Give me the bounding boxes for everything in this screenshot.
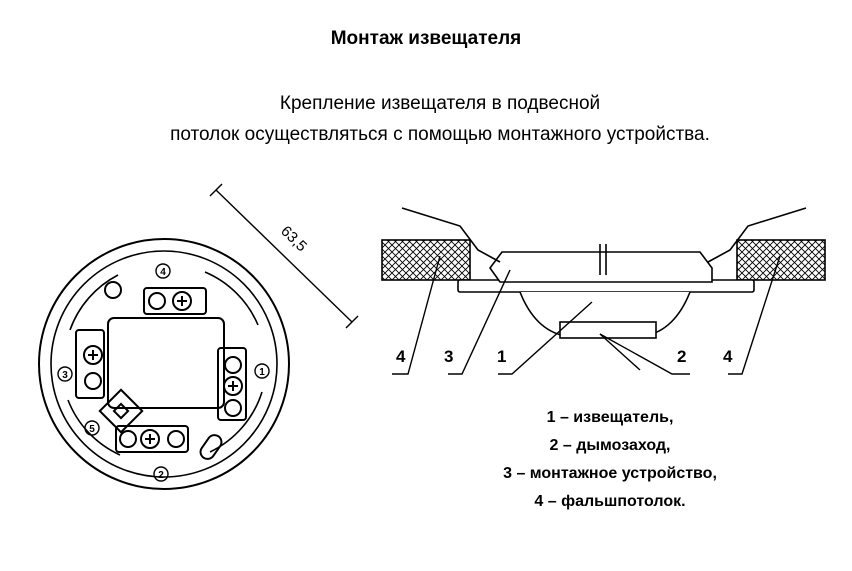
subtitle-line-2: потолок осуществляться с помощью монтажн… [170,124,710,145]
false-ceiling-left [381,239,471,281]
legend-item-4: 4 – фальшпотолок. [534,493,686,510]
legend-item-2: 2 – дымозаход, [549,437,671,454]
subtitle-line-1: Крепление извещателя в подвесной [279,93,601,114]
callout-numbers: 4 3 1 2 4 [396,347,733,366]
spring-clip-right [707,207,807,263]
dimension-line [209,183,359,329]
diagram-subtitle: Крепление извещателя в подвесной потолок… [60,88,820,150]
false-ceiling-right [736,239,826,281]
smoke-inlet [559,321,657,339]
dimension-label: 63,5 [277,223,310,256]
legend: 1 – извещатель, 2 – дымозаход, 3 – монта… [400,404,820,516]
legend-item-1: 1 – извещатель, [546,409,674,426]
mounting-ring [489,251,713,283]
terminal-block-bottom [115,425,189,453]
base-key [98,388,144,434]
mounting-slot [199,434,223,460]
legend-item-3: 3 – монтажное устройство, [503,465,717,482]
base-outer-ring [38,238,290,490]
callout-2: 2 [677,347,686,366]
terminal-block-top [143,287,207,315]
callout-1: 1 [497,347,506,366]
callout-leaders [392,255,781,375]
terminal-number-4: 4 [160,267,166,278]
base-inner-ring [50,250,278,478]
terminal-block-right [217,347,247,421]
ceiling-section [381,207,826,339]
callout-4-left: 4 [396,347,406,366]
spring-clip-left [401,207,501,263]
terminal-number-3: 3 [62,370,68,381]
diagram-title: Монтаж извещателя [330,28,522,49]
mounting-hole [104,281,122,299]
terminal-numbers: 4 1 3 5 2 [62,267,265,481]
base-socket [107,317,225,409]
terminal-number-5: 5 [89,424,95,435]
terminal-block-left [75,329,105,399]
detector-base-plan [38,238,290,490]
terminal-number-2: 2 [158,470,164,481]
callout-4-right: 4 [723,347,733,366]
terminal-number-1: 1 [259,367,265,378]
callout-3: 3 [444,347,453,366]
